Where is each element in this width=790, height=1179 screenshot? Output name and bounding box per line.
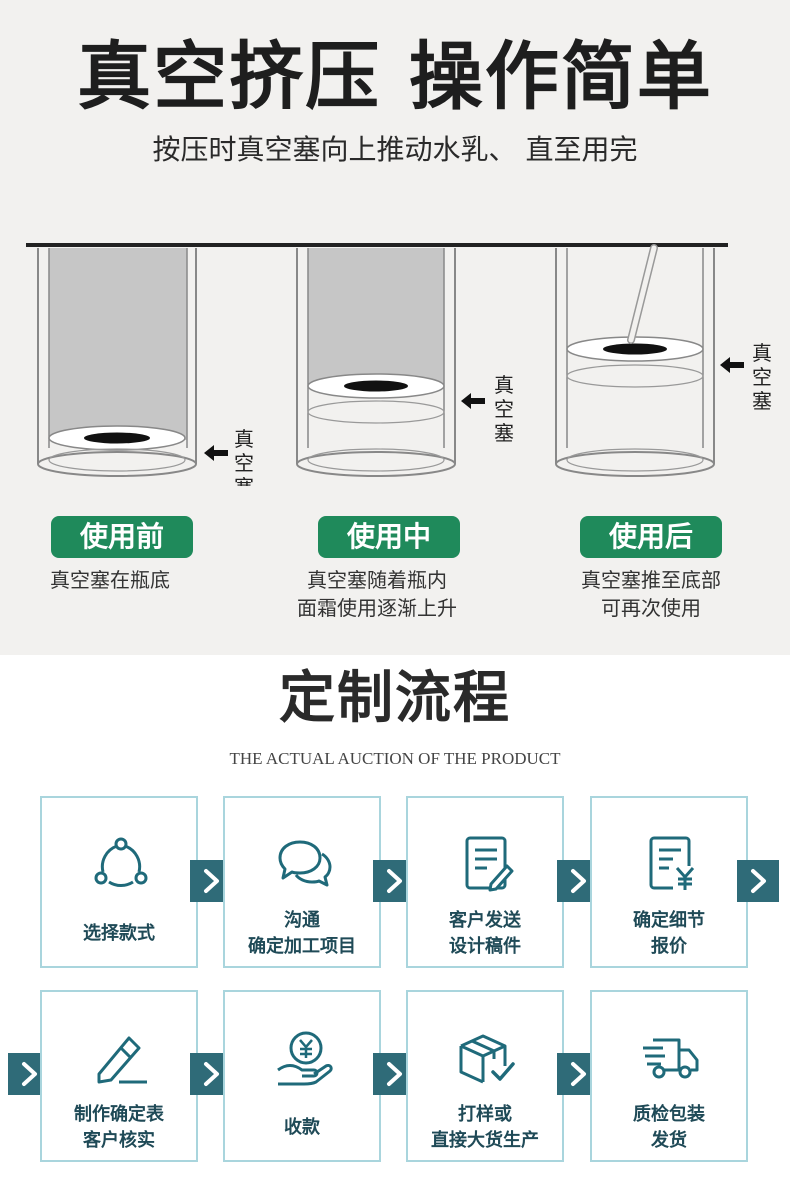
step-label: 质检包装 发货 bbox=[592, 1098, 746, 1158]
step-card-5: 制作确定表 客户核实 bbox=[40, 990, 198, 1162]
step-label-line: 质检包装 bbox=[633, 1104, 705, 1125]
step-label-line: 报价 bbox=[651, 936, 687, 957]
step-card-1: 选择款式 bbox=[40, 796, 198, 968]
pencil-edit-icon bbox=[97, 1036, 147, 1084]
step-label-line: 设计稿件 bbox=[449, 936, 521, 957]
jar-after bbox=[555, 244, 715, 477]
step-label-line: 制作确定表 bbox=[74, 1104, 164, 1125]
chevron-right-icon bbox=[751, 869, 766, 893]
stage-caption-before: 真空塞在瓶底 bbox=[0, 566, 240, 594]
plunger-label-char: 真 bbox=[234, 427, 254, 451]
plunger-label-char: 塞 bbox=[752, 389, 772, 413]
plunger-label-2: 真 空 塞 bbox=[494, 373, 514, 445]
jar-cream-fill bbox=[308, 248, 444, 386]
step-label-line: 收款 bbox=[284, 1117, 320, 1138]
stage-badge-before: 使用前 bbox=[51, 516, 193, 558]
step-label-line: 沟通 bbox=[284, 910, 320, 931]
pointer-arrow-icon bbox=[720, 357, 744, 373]
plunger-label-1: 真 空 塞 bbox=[234, 427, 254, 486]
caption-line: 可再次使用 bbox=[601, 596, 701, 620]
plunger-label-char: 空 bbox=[752, 365, 772, 389]
delivery-truck-icon bbox=[643, 1038, 699, 1079]
chevron-right-icon bbox=[204, 869, 219, 893]
plunger-label-char: 真 bbox=[752, 341, 772, 365]
chevron-right-icon bbox=[22, 1062, 37, 1086]
step-label: 确定细节 报价 bbox=[592, 904, 746, 964]
jar-diagram: 真 空 塞 真 空 塞 真 空 塞 bbox=[26, 243, 772, 486]
document-yuan-icon bbox=[649, 836, 697, 890]
caption-line: 真空塞推至底部 bbox=[581, 568, 721, 592]
jar-before bbox=[37, 248, 197, 477]
process-title: 定制流程 bbox=[279, 665, 511, 731]
chat-bubbles-icon bbox=[278, 840, 332, 887]
caption-line: 真空塞随着瓶内 bbox=[307, 568, 447, 592]
step-label: 选择款式 bbox=[42, 904, 196, 964]
plunger-hole bbox=[603, 343, 667, 355]
jar-cream-fill bbox=[49, 248, 187, 440]
step-label-line: 打样或 bbox=[458, 1104, 512, 1125]
step-label: 打样或 直接大货生产 bbox=[408, 1098, 562, 1158]
step-arrow bbox=[737, 860, 779, 902]
chevron-right-icon bbox=[204, 1062, 219, 1086]
step-card-2: 沟通 确定加工项目 bbox=[223, 796, 381, 968]
plunger-label-char: 塞 bbox=[494, 421, 514, 445]
process-subtitle: THE ACTUAL AUCTION OF THE PRODUCT bbox=[229, 749, 561, 768]
step-card-4: 确定细节 报价 bbox=[590, 796, 748, 968]
headline: 真空挤压 操作简单 bbox=[77, 34, 713, 120]
plunger-label-3: 真 空 塞 bbox=[752, 341, 772, 413]
step-label-line: 直接大货生产 bbox=[431, 1130, 539, 1151]
pointer-arrow-icon bbox=[461, 393, 485, 409]
chevron-right-icon bbox=[387, 1062, 402, 1086]
pointer-arrow-icon bbox=[204, 445, 228, 461]
step-label-line: 发货 bbox=[651, 1130, 687, 1151]
plunger-label-char: 空 bbox=[494, 397, 514, 421]
step-label-line: 确定加工项目 bbox=[248, 936, 356, 957]
step-label-line: 确定细节 bbox=[633, 910, 705, 931]
plunger-hole bbox=[84, 432, 150, 444]
step-card-8: 质检包装 发货 bbox=[590, 990, 748, 1162]
plunger-label-char: 塞 bbox=[234, 475, 254, 486]
stage-badge-during: 使用中 bbox=[318, 516, 460, 558]
step-card-7: 打样或 直接大货生产 bbox=[406, 990, 564, 1162]
caption-line: 真空塞在瓶底 bbox=[50, 568, 170, 592]
chevron-right-icon bbox=[571, 1062, 586, 1086]
three-node-cycle-icon bbox=[94, 837, 148, 887]
shelf-line bbox=[26, 243, 728, 247]
step-label: 沟通 确定加工项目 bbox=[225, 904, 379, 964]
subheadline: 按压时真空塞向上推动水乳、 直至用完 bbox=[152, 133, 638, 166]
chevron-right-icon bbox=[387, 869, 402, 893]
caption-line: 面霜使用逐渐上升 bbox=[297, 596, 457, 620]
step-card-6: 收款 bbox=[223, 990, 381, 1162]
step-card-3: 客户发送 设计稿件 bbox=[406, 796, 564, 968]
jar-during bbox=[296, 248, 456, 477]
plunger-label-char: 真 bbox=[494, 373, 514, 397]
plunger-hole bbox=[344, 380, 408, 392]
chevron-right-icon bbox=[571, 869, 586, 893]
plunger-label-char: 空 bbox=[234, 451, 254, 475]
document-edit-icon bbox=[465, 836, 514, 892]
stage-badge-after: 使用后 bbox=[580, 516, 722, 558]
step-label-line: 客户发送 bbox=[449, 910, 521, 931]
box-check-icon bbox=[459, 1034, 515, 1084]
step-label-line: 客户核实 bbox=[83, 1130, 155, 1151]
step-label: 收款 bbox=[225, 1098, 379, 1158]
step-label: 制作确定表 客户核实 bbox=[42, 1098, 196, 1158]
stage-caption-after: 真空塞推至底部 可再次使用 bbox=[521, 566, 781, 622]
hand-coin-icon bbox=[277, 1031, 333, 1086]
stage-caption-during: 真空塞随着瓶内 面霜使用逐渐上升 bbox=[247, 566, 507, 622]
step-label-line: 选择款式 bbox=[83, 923, 155, 944]
step-label: 客户发送 设计稿件 bbox=[408, 904, 562, 964]
